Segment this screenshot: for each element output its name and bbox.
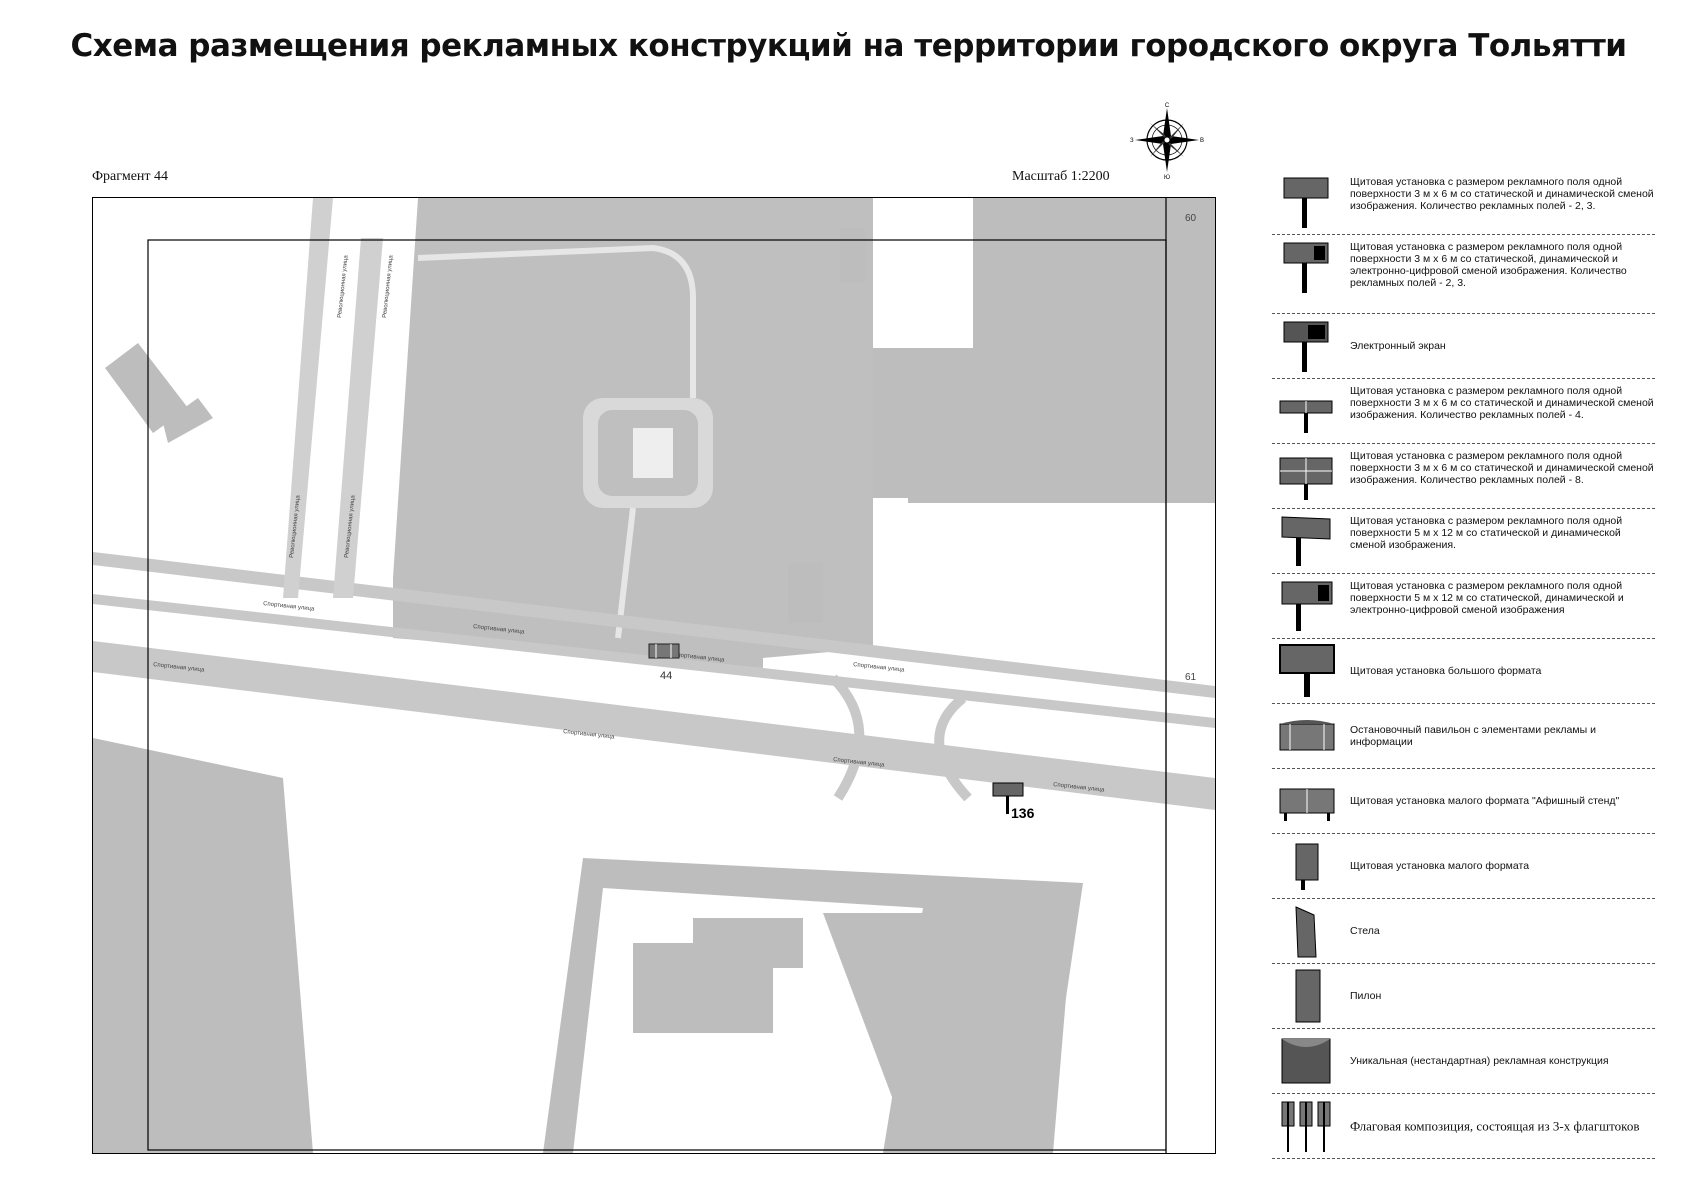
compass-e: В xyxy=(1200,138,1204,144)
electronic-screen-icon xyxy=(1283,321,1329,372)
legend-item: Стела xyxy=(1272,899,1655,964)
legend-label: Щитовая установка большого формата xyxy=(1350,665,1542,677)
road-revolutionary-1 xyxy=(283,198,333,598)
road-revolutionary-2 xyxy=(333,238,383,598)
legend-item: Щитовая установка с размером рекламного … xyxy=(1272,444,1655,509)
compass-n: С xyxy=(1165,103,1170,109)
construction-number-fragment: 44 xyxy=(660,670,672,682)
small-format-billboard-icon xyxy=(1295,843,1319,890)
legend-item: Щитовая установка с размером рекламного … xyxy=(1272,509,1655,574)
building-right-mid xyxy=(873,348,908,498)
building-small xyxy=(788,563,823,623)
street-label: Революционная улица xyxy=(382,254,395,318)
billboard-4-fields-icon xyxy=(1279,400,1333,433)
block-bottom-left xyxy=(93,738,313,1153)
billboard-3x6-digital-icon xyxy=(1283,242,1329,293)
street-label: Спортивная улица xyxy=(563,729,615,741)
legend-label: Уникальная (нестандартная) рекламная кон… xyxy=(1350,1055,1609,1067)
flag-composition-icon xyxy=(1281,1101,1331,1152)
legend-item: Щитовая установка с размером рекламного … xyxy=(1272,235,1655,314)
fragment-label: Фрагмент 44 xyxy=(92,169,169,184)
block-left xyxy=(105,343,188,433)
stele-icon xyxy=(1295,906,1317,958)
scale-label: Масштаб 1:2200 xyxy=(1012,169,1110,184)
legend-label: Щитовая установка с размером рекламного … xyxy=(1350,450,1654,486)
large-format-billboard-icon xyxy=(1279,644,1335,697)
legend-item: Электронный экран xyxy=(1272,314,1655,379)
legend-label: Флаговая композиция, состоящая из 3-х фл… xyxy=(1350,1118,1640,1134)
legend-label: Электронный экран xyxy=(1350,340,1446,352)
legend-label: Остановочный павильон с элементами рекла… xyxy=(1350,724,1596,748)
road-sport-main xyxy=(93,641,1215,810)
road-sport-north xyxy=(93,594,1215,728)
billboard-8-fields-icon xyxy=(1279,457,1333,500)
bus-stop-marker-icon xyxy=(648,643,680,659)
billboard-3x6-icon xyxy=(1283,177,1329,228)
street-label: Спортивная улица xyxy=(1053,782,1105,794)
street-label: Революционная улица xyxy=(337,254,350,318)
pylon-icon xyxy=(1295,969,1321,1023)
billboard-5x12-icon xyxy=(1281,516,1331,566)
legend-label: Щитовая установка с размером рекламного … xyxy=(1350,580,1624,616)
legend-label: Щитовая установка малого формата xyxy=(1350,860,1530,872)
legend-item: Щитовая установка с размером рекламного … xyxy=(1272,574,1655,639)
legend-item: Уникальная (нестандартная) рекламная кон… xyxy=(1272,1029,1655,1094)
sheet-ref-right: 61 xyxy=(1185,672,1197,683)
compass-w: З xyxy=(1130,138,1134,144)
street-label: Спортивная улица xyxy=(473,624,525,636)
legend-item: Флаговая композиция, состоящая из 3-х фл… xyxy=(1272,1094,1655,1159)
construction-number: 136 xyxy=(1011,805,1035,821)
legend-item: Пилон xyxy=(1272,964,1655,1029)
billboard-5x12-digital-icon xyxy=(1281,581,1333,631)
street-label: Спортивная улица xyxy=(153,662,205,674)
street-label: Спортивная улица xyxy=(263,601,315,613)
compass-rose-icon: С Ю З В xyxy=(1130,103,1204,179)
legend-item: Щитовая установка с размером рекламного … xyxy=(1272,379,1655,444)
poster-stand-icon xyxy=(1279,788,1335,821)
monument xyxy=(633,428,673,478)
unique-construction-icon xyxy=(1281,1038,1331,1084)
legend-label: Щитовая установка с размером рекламного … xyxy=(1350,176,1654,212)
legend-label: Щитовая установка с размером рекламного … xyxy=(1350,241,1627,289)
sheet-ref-top-right: 60 xyxy=(1185,213,1197,224)
legend-item: Щитовая установка малого формата "Афишны… xyxy=(1272,769,1655,834)
legend-label: Пилон xyxy=(1350,990,1382,1002)
legend: Щитовая установка с размером рекламного … xyxy=(1272,170,1655,1159)
legend-item: Щитовая установка малого формата xyxy=(1272,834,1655,899)
map-frame[interactable]: Спортивная улица Спортивная улица Спорти… xyxy=(92,197,1216,1154)
compass-s: Ю xyxy=(1164,175,1170,179)
street-label: Спортивная улица xyxy=(673,652,725,664)
billboard-marker-icon xyxy=(992,782,1024,814)
legend-item: Остановочный павильон с элементами рекла… xyxy=(1272,704,1655,769)
legend-label: Щитовая установка с размером рекламного … xyxy=(1350,515,1623,551)
bus-stop-pavilion-icon xyxy=(1279,720,1335,751)
road-sport-upper xyxy=(93,552,1215,698)
legend-label: Щитовая установка с размером рекламного … xyxy=(1350,385,1654,421)
map-canvas: Спортивная улица Спортивная улица Спорти… xyxy=(93,198,1215,1153)
street-label: Спортивная улица xyxy=(853,662,905,674)
page-title: Схема размещения рекламных конструкций н… xyxy=(70,28,1627,64)
street-label: Спортивная улица xyxy=(833,757,885,769)
legend-item: Щитовая установка большого формата xyxy=(1272,639,1655,704)
legend-label: Щитовая установка малого формата "Афишны… xyxy=(1350,795,1620,807)
legend-label: Стела xyxy=(1350,925,1380,937)
legend-item: Щитовая установка с размером рекламного … xyxy=(1272,170,1655,235)
block-top-right xyxy=(908,198,1215,503)
